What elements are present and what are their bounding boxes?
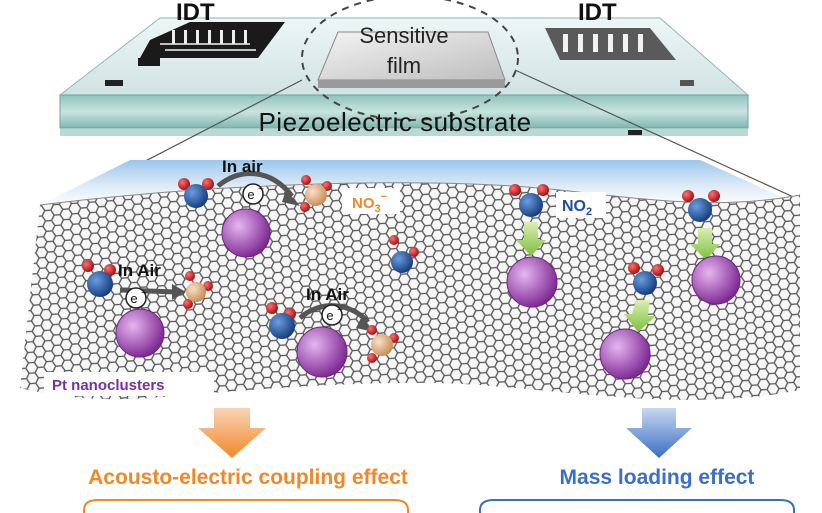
pt-nanocluster [296, 326, 348, 378]
idt-left [138, 22, 285, 66]
pt-label-box: Pt nanoclusters [44, 372, 214, 396]
electron-badge: e − [321, 304, 343, 326]
idt-right-label: IDT [578, 0, 617, 26]
svg-text:−: − [258, 184, 264, 195]
adsorption-arrow [624, 300, 656, 332]
no3-ion [183, 271, 213, 309]
acousto-box [83, 499, 409, 513]
adsorption-arrow [516, 222, 546, 256]
no2-molecule [389, 235, 419, 273]
sensitive-film [317, 31, 506, 88]
mass-loading-label: Mass loading effect [560, 466, 755, 489]
electron-badge: e − [125, 287, 147, 309]
svg-text:NO2: NO2 [562, 198, 592, 218]
no3-label-box: NO3− [342, 188, 400, 215]
substrate-label: Piezoelectric substrate [258, 107, 531, 137]
reaction-label: In air [222, 157, 263, 176]
pt-nanocluster [115, 308, 165, 358]
svg-text:e: e [247, 187, 254, 202]
acousto-electric-label: Acousto-electric coupling effect [88, 466, 408, 489]
pt-nanocluster [221, 208, 271, 258]
no3-ion [300, 175, 332, 212]
reaction-label: In Air [118, 261, 161, 280]
no2-molecule [682, 190, 720, 222]
svg-text:−: − [337, 305, 343, 316]
electron-badge: e − [242, 183, 264, 205]
pt-nanocluster [506, 256, 558, 308]
no2-molecule [266, 302, 296, 339]
mass-loading-arrow [626, 408, 692, 458]
film-label-line1: Sensitive [359, 23, 448, 48]
pt-nanocluster [599, 328, 651, 380]
no2-molecule [82, 260, 116, 297]
film-label-line2: film [387, 53, 421, 78]
no2-molecule [628, 262, 664, 295]
zoom-circle [301, 0, 519, 121]
acousto-arrow [198, 408, 266, 458]
pt-nanoclusters-label: Pt nanoclusters [52, 377, 165, 394]
idt-right [545, 28, 676, 60]
no2-molecule [509, 184, 549, 217]
mass-loading-box [479, 499, 795, 513]
svg-text:−: − [141, 288, 147, 299]
reaction-label: In Air [306, 285, 349, 304]
svg-text:e: e [326, 308, 333, 323]
idt-left-label: IDT [176, 0, 215, 26]
adsorption-arrow [690, 228, 720, 260]
pt-nanocluster [691, 255, 741, 305]
reaction-arrow [216, 171, 294, 198]
no2-label-box: NO2 [556, 192, 606, 218]
no2-molecule [178, 178, 214, 208]
svg-text:NO3−: NO3− [352, 191, 387, 215]
svg-text:e: e [130, 291, 137, 306]
no3-ion [367, 325, 399, 363]
